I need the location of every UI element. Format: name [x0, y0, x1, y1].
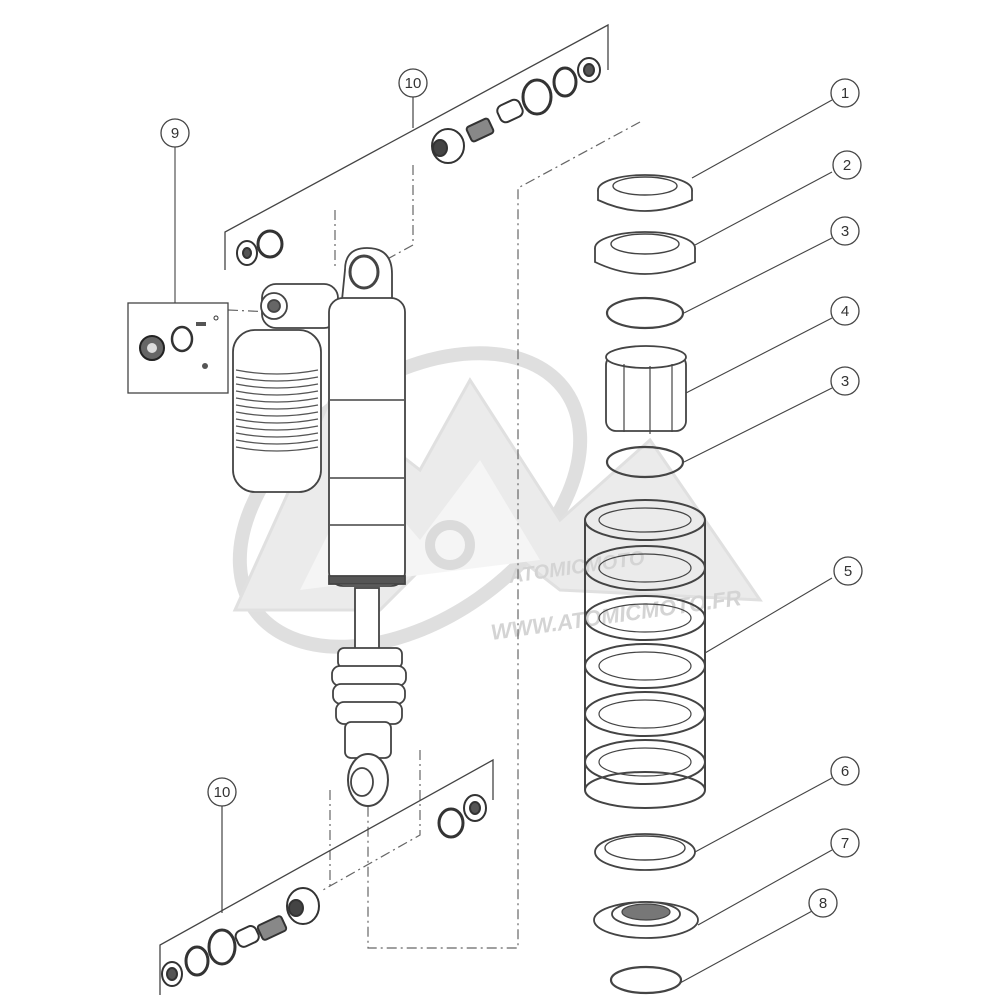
callout-1: 1 — [830, 78, 860, 108]
callout-8: 8 — [808, 888, 838, 918]
spring-stack — [584, 174, 706, 995]
svg-text:10: 10 — [405, 75, 422, 92]
thin-ring-upper — [605, 296, 685, 330]
callout-5: 5 — [833, 556, 863, 586]
svg-text:9: 9 — [171, 125, 179, 142]
upper-seal-ring — [236, 57, 601, 266]
svg-text:4: 4 — [841, 303, 849, 320]
lower-bushing-kit — [159, 758, 494, 995]
svg-text:8: 8 — [819, 895, 827, 912]
callout-leaders — [174, 99, 833, 984]
lower-clevis — [331, 647, 407, 807]
spring-lock-nut — [597, 174, 693, 212]
callout-7: 7 — [830, 828, 860, 858]
svg-text:3: 3 — [841, 373, 849, 390]
spring-spacer — [605, 345, 687, 434]
center-lines — [227, 121, 641, 949]
svg-text:3: 3 — [841, 223, 849, 240]
callout-3-upper: 3 — [830, 216, 860, 246]
callout-2: 2 — [832, 150, 862, 180]
shock-absorber-assembly — [232, 247, 407, 807]
svg-text:5: 5 — [844, 563, 852, 580]
callout-9: 9 — [160, 118, 190, 148]
reservoir-canister — [232, 329, 322, 493]
coil-spring — [584, 499, 706, 809]
svg-text:7: 7 — [841, 835, 849, 852]
thin-ring-lower — [605, 445, 685, 479]
svg-text:1: 1 — [841, 85, 849, 102]
upper-bushing-kit — [224, 23, 609, 270]
callouts: 1 2 3 4 3 5 6 7 8 9 10 10 — [160, 68, 863, 918]
adjuster-kit-box — [127, 302, 229, 394]
callout-6: 6 — [830, 756, 860, 786]
spring-washer — [594, 833, 696, 871]
callout-10-upper: 10 — [398, 68, 428, 98]
callout-4: 4 — [830, 296, 860, 326]
circlip — [609, 965, 683, 995]
callout-10-lower: 10 — [207, 777, 237, 807]
svg-text:10: 10 — [214, 784, 231, 801]
svg-text:2: 2 — [843, 157, 851, 174]
svg-text:6: 6 — [841, 763, 849, 780]
lower-spring-seat — [593, 901, 699, 939]
callout-3-lower: 3 — [830, 366, 860, 396]
spring-adjuster-nut — [594, 231, 696, 275]
